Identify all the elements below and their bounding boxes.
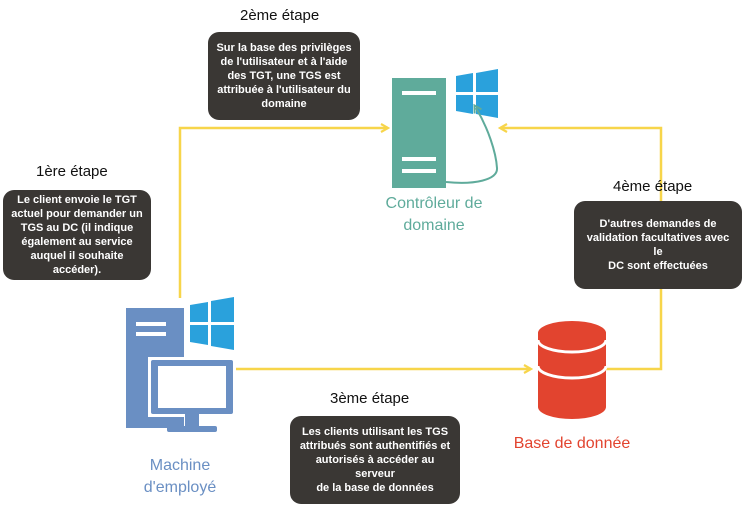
database-icon: [536, 321, 608, 419]
step4-line: validation facultatives avec le: [586, 232, 730, 258]
loop-arrow: [445, 108, 498, 184]
step1-line: Le client envoie le TGT: [17, 194, 137, 206]
db-label: Base de donnée: [513, 435, 631, 452]
step4-card: D'autres demandes de validation facultat…: [574, 201, 742, 289]
step2-line: attribuée à l'utilisateur du: [217, 84, 351, 96]
machine-label-line1: Machine: [149, 457, 211, 474]
step1-title: 1ère étape: [36, 163, 108, 180]
step4-line: DC sont effectuées: [608, 260, 708, 272]
step1-line: également au service: [21, 236, 133, 248]
machine-label: Machine d'employé: [120, 455, 240, 499]
server-icon: [392, 78, 446, 188]
dc-label-line1: Contrôleur de: [385, 195, 483, 212]
step2-line: domaine: [261, 98, 307, 110]
monitor-icon: [148, 357, 236, 432]
step2-line: des TGT, une TGS est: [227, 70, 341, 82]
step4-title: 4ème étape: [613, 178, 693, 195]
step4-line: D'autres demandes de: [599, 218, 717, 230]
step1-card: Le client envoie le TGT actuel pour dema…: [3, 190, 151, 280]
step2-title: 2ème étape: [240, 7, 320, 24]
step2-line: Sur la base des privilèges: [216, 42, 352, 54]
machine-label-line2: d'employé: [143, 479, 217, 496]
connector-machine-to-dc: [178, 128, 388, 298]
step3-line: Les clients utilisant les TGS: [301, 426, 449, 438]
step3-line: de la base de données: [316, 482, 434, 494]
step1-line: TGS au DC (il indique: [20, 222, 134, 234]
step3-line: autorisés à accéder au serveur: [315, 454, 435, 480]
windows-logo-icon: [190, 297, 234, 350]
dc-label-line2: domaine: [403, 217, 465, 234]
dc-label: Contrôleur de domaine: [374, 193, 494, 237]
step1-line: actuel pour demander un: [11, 208, 143, 220]
step3-title: 3ème étape: [330, 390, 410, 407]
step3-line: attribués sont authentifiés et: [299, 440, 451, 452]
step2-line: de l'utilisateur et à l'aide: [220, 56, 348, 68]
step2-card: Sur la base des privilèges de l'utilisat…: [208, 32, 360, 120]
step3-card: Les clients utilisant les TGS attribués …: [290, 416, 460, 504]
step1-line: auquel il souhaite accéder).: [30, 250, 124, 276]
